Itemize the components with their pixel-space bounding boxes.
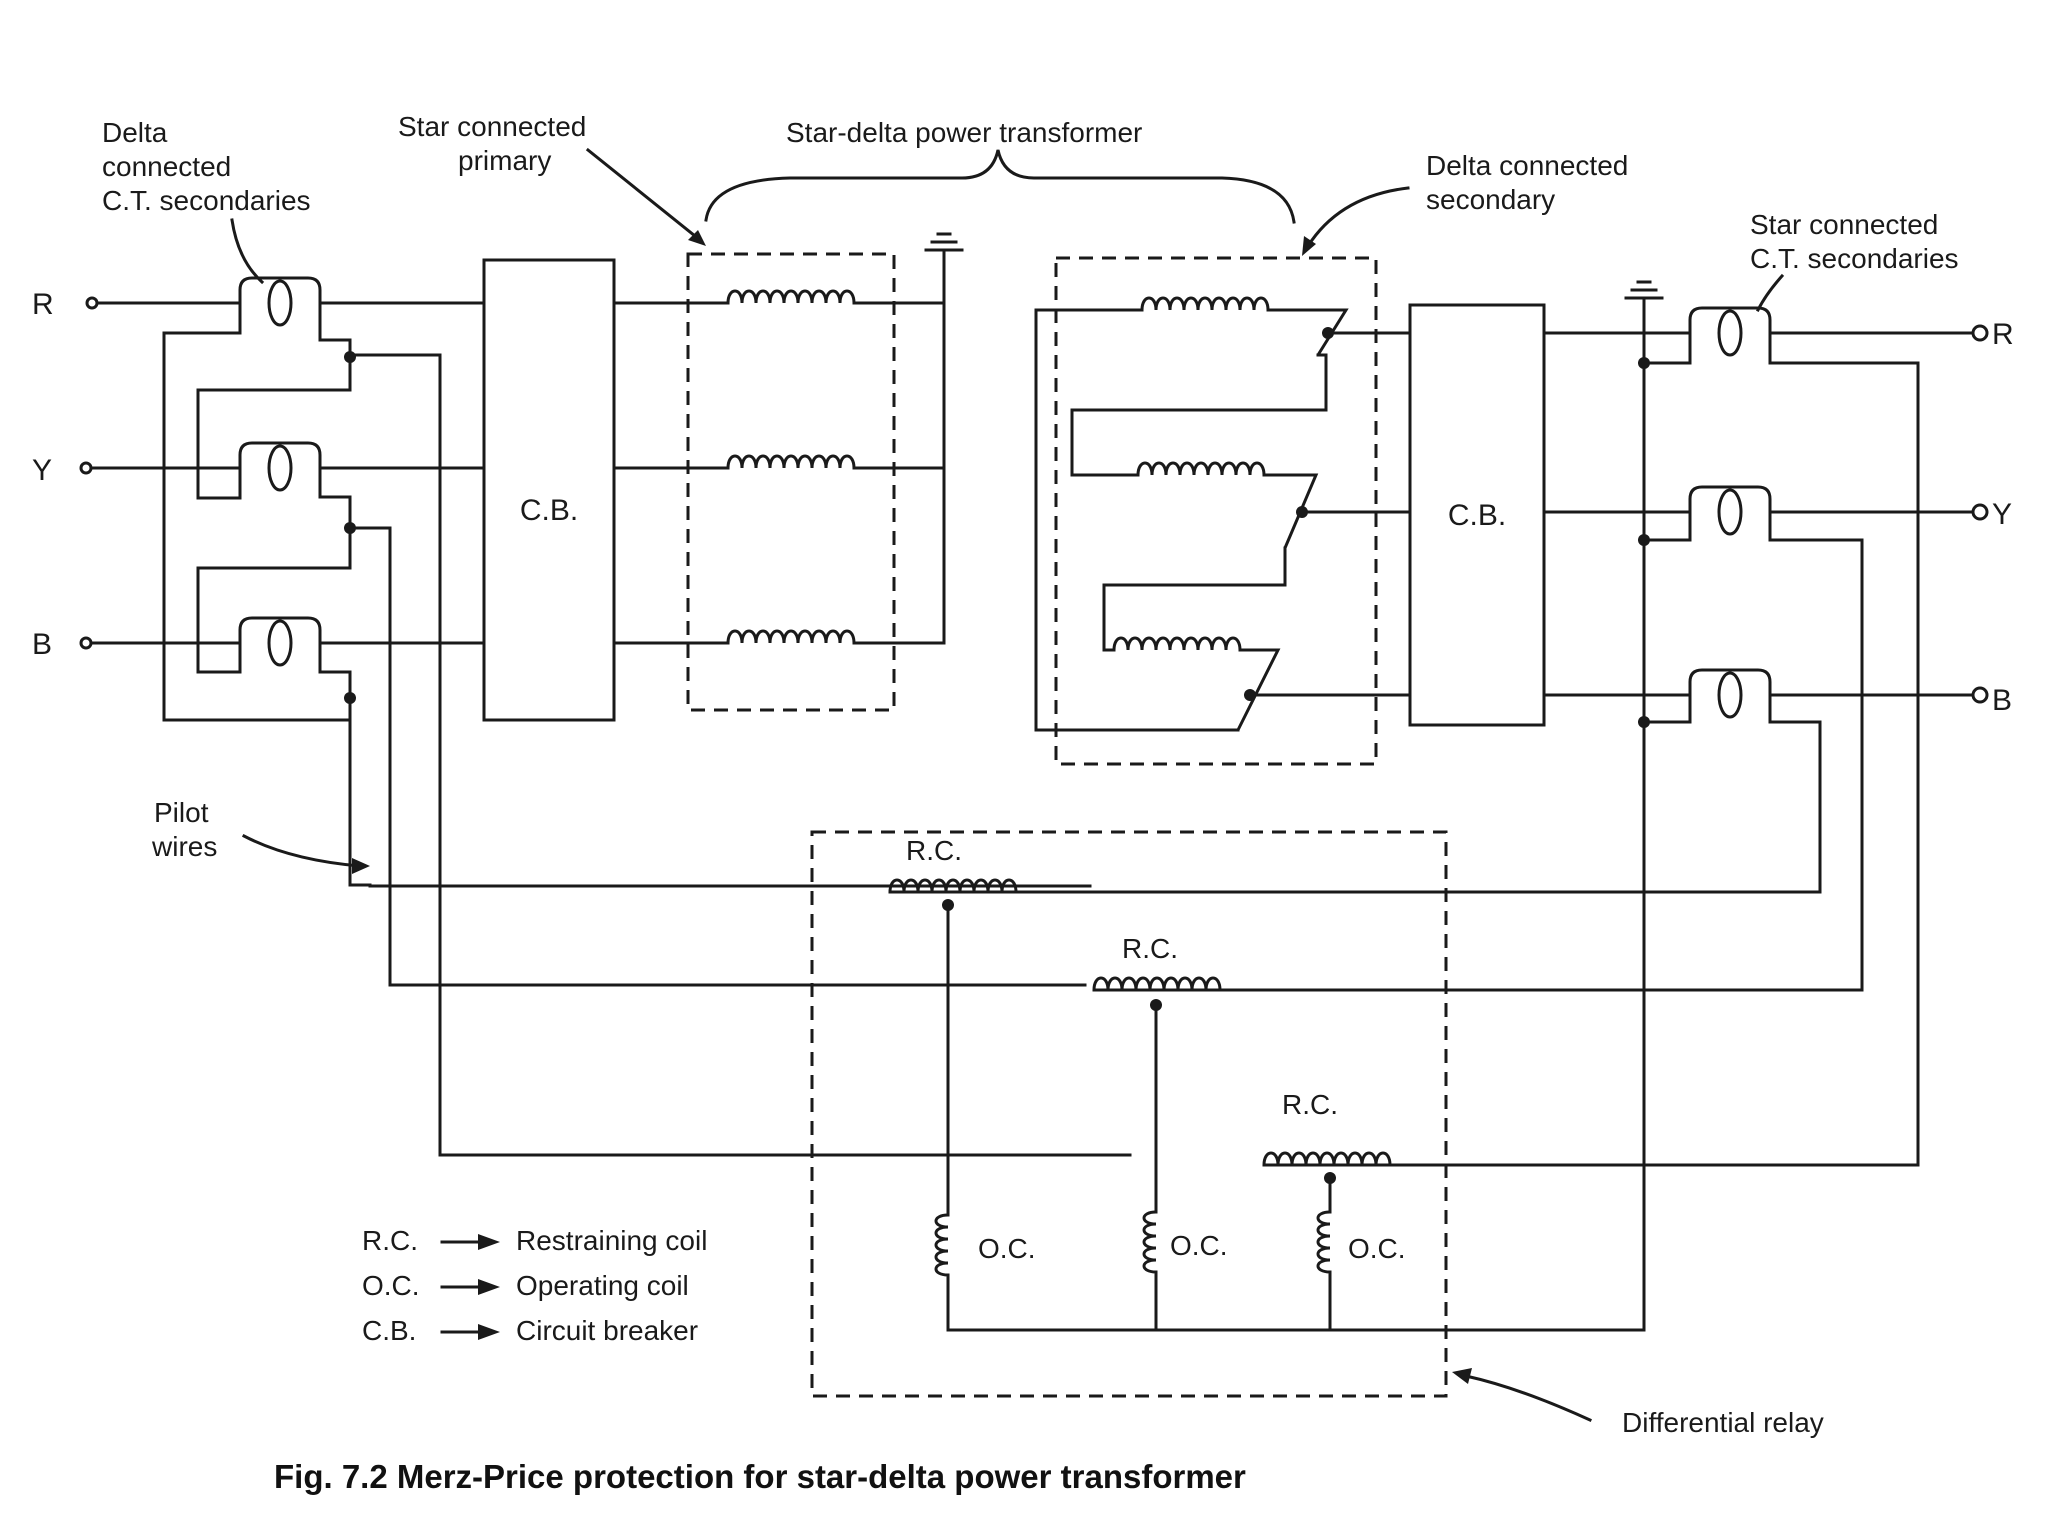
oc-label-2: O.C. <box>1170 1230 1228 1261</box>
operating-coil-wiring <box>934 903 1646 1332</box>
legend-abbr-1: R.C. <box>362 1225 418 1256</box>
legend-abbr-3: C.B. <box>362 1315 416 1346</box>
cb-right-label: C.B. <box>1448 499 1506 532</box>
legend: R.C. Restraining coil O.C. Operating coi… <box>362 1225 707 1346</box>
phase-r-left: R <box>32 288 54 321</box>
circuit-breaker-left <box>482 258 616 722</box>
oc-label-3: O.C. <box>1348 1233 1406 1264</box>
left-ct-delta-wiring <box>162 301 1132 1157</box>
oc-label-1: O.C. <box>978 1233 1036 1264</box>
star-ct-label-2: C.T. secondaries <box>1750 243 1959 274</box>
terminal-b-left <box>79 636 93 650</box>
legend-text-2: Operating coil <box>516 1270 689 1301</box>
phase-b-right: B <box>1992 684 2012 717</box>
transformer-label: Star-delta power transformer <box>786 117 1142 148</box>
restraining-coils <box>888 878 1400 1167</box>
primary-windings <box>718 289 862 645</box>
rc-label-3: R.C. <box>1282 1089 1338 1120</box>
phase-y-right: Y <box>1992 498 2012 531</box>
left-ct-cores <box>238 276 322 667</box>
legend-abbr-2: O.C. <box>362 1270 420 1301</box>
primary-winding-enclosure <box>686 252 896 712</box>
delta-ct-label-3: C.T. secondaries <box>102 185 311 216</box>
phase-r-right: R <box>1992 318 2014 351</box>
figure-caption: Fig. 7.2 Merz-Price protection for star-… <box>274 1458 1246 1495</box>
delta-ct-label-2: connected <box>102 151 231 182</box>
secondary-phase-lines <box>1542 331 1976 697</box>
star-primary-label-2: primary <box>458 145 551 176</box>
delta-secondary-label-1: Delta connected <box>1426 150 1628 181</box>
cb-left-label: C.B. <box>520 494 578 527</box>
pilot-label-2: wires <box>151 831 217 862</box>
terminal-r-left <box>85 296 99 310</box>
terminal-y-right <box>1971 503 1989 521</box>
delta-ct-label-1: Delta <box>102 117 168 148</box>
phase-b-left: B <box>32 628 52 661</box>
secondary-windings <box>1034 296 1349 732</box>
terminal-r-right <box>1971 324 1989 342</box>
differential-relay-enclosure <box>810 830 1448 1398</box>
terminal-y-left <box>79 461 93 475</box>
star-ct-label-1: Star connected <box>1750 209 1938 240</box>
relay-label: Differential relay <box>1622 1407 1824 1438</box>
rc-label-2: R.C. <box>1122 933 1178 964</box>
delta-secondary-label-2: secondary <box>1426 184 1555 215</box>
rc-label-1: R.C. <box>906 835 962 866</box>
terminal-b-right <box>1971 686 1989 704</box>
phase-y-left: Y <box>32 454 52 487</box>
circuit-breaker-right <box>1408 303 1546 727</box>
legend-text-3: Circuit breaker <box>516 1315 698 1346</box>
star-primary-label-1: Star connected <box>398 111 586 142</box>
legend-text-1: Restraining coil <box>516 1225 707 1256</box>
right-ct-cores <box>1688 306 1772 719</box>
pilot-label-1: Pilot <box>154 797 209 828</box>
